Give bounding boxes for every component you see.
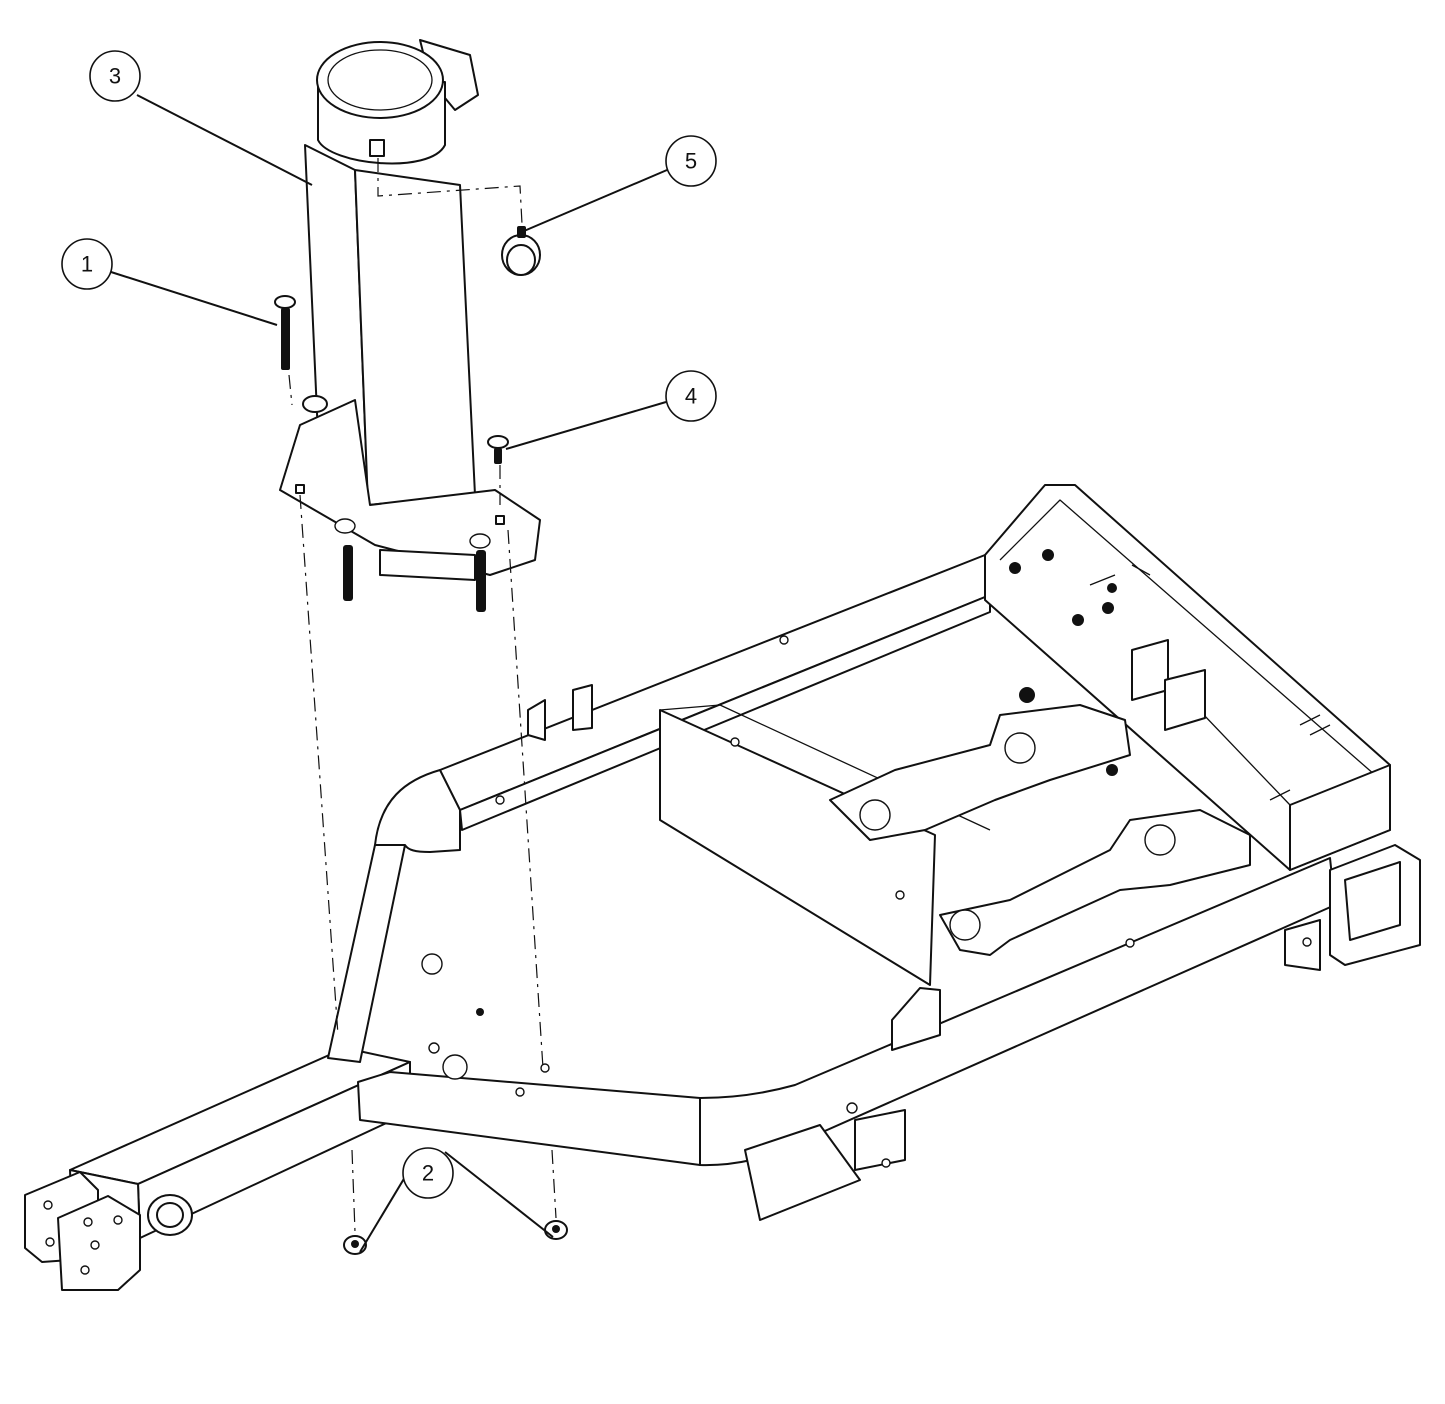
part-5-adjustment-knob (501, 226, 541, 276)
callout-leaders (110, 94, 668, 1253)
callout-4-label: 4 (685, 384, 697, 409)
callout-1-label: 1 (81, 252, 93, 277)
callout-5-label: 5 (685, 149, 697, 174)
callout-2-label: 2 (422, 1161, 434, 1186)
callout-4: 4 (665, 370, 717, 422)
part-2-flange-nuts (343, 1220, 568, 1255)
callout-3: 3 (89, 50, 141, 102)
chassis-frame (24, 484, 1421, 1291)
callout-5: 5 (665, 135, 717, 187)
part-1-carriage-bolt (274, 295, 296, 370)
callout-2: 2 (402, 1147, 454, 1199)
part-4-short-bolt (487, 435, 509, 464)
part-3-seat-post (279, 39, 541, 612)
alignment-lines (288, 158, 557, 1233)
callout-1: 1 (61, 238, 113, 290)
callout-3-label: 3 (109, 64, 121, 89)
